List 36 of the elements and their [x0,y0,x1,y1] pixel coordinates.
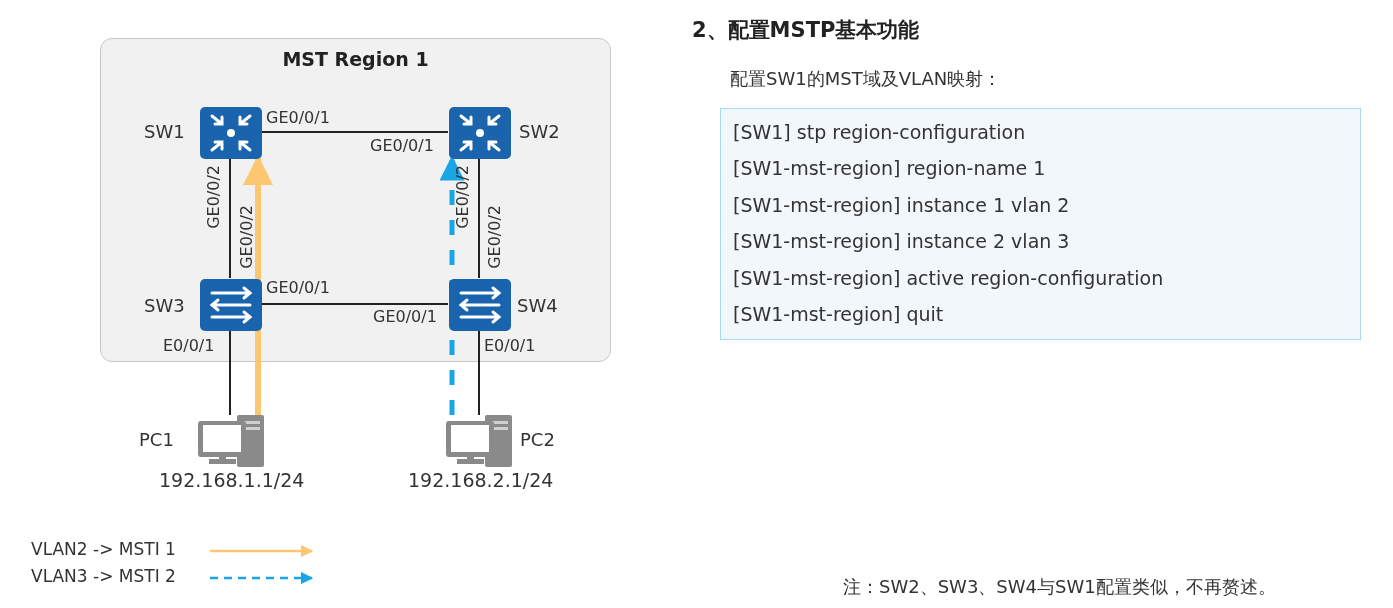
port-label: GE0/0/1 [266,278,330,298]
device-name: SW2 [519,121,560,143]
link-line [260,131,449,133]
link-line [260,303,449,305]
link-line [478,329,480,416]
port-label: E0/0/1 [484,336,536,356]
device-name: SW4 [517,295,558,317]
legend-label: VLAN3 -> MSTI 2 [31,566,176,587]
port-label: GE0/0/1 [373,307,437,327]
heading: 2、配置MSTP基本功能 [692,18,920,44]
link-line [229,329,231,416]
note: 注：SW2、SW3、SW4与SW1配置类似，不再赘述。 [843,576,1276,598]
link-line [229,157,231,279]
legend-label: VLAN2 -> MSTI 1 [31,539,176,560]
command-line: [SW1-mst-region] region-name 1 [733,157,1046,181]
device-name: PC1 [139,429,174,451]
port-label: E0/0/1 [163,336,215,356]
region-box [100,38,611,362]
device-name: PC2 [520,429,555,451]
device-name: SW1 [144,121,185,143]
ip-address: 192.168.1.1/24 [159,469,305,492]
command-line: [SW1] stp region-configuration [733,121,1026,144]
port-label: GE0/0/2 [206,165,222,229]
port-label: GE0/0/1 [370,136,434,156]
path-arrow [439,155,465,415]
port-label: GE0/0/1 [266,108,330,128]
command-line: [SW1-mst-region] instance 2 vlan 3 [733,230,1070,253]
command-line: [SW1-mst-region] active region-configuration [733,266,1164,290]
port-label: GE0/0/2 [455,165,471,229]
ip-address: 192.168.2.1/24 [408,469,554,492]
region-title: MST Region 1 [281,48,430,71]
command-line: [SW1-mst-region] quit [733,303,944,326]
section-heading: 配置SW1的MST域及VLAN映射： [730,68,1002,90]
device-name: SW3 [144,295,185,317]
command-line: [SW1-mst-region] instance 1 vlan 2 [733,193,1070,217]
link-line [478,157,480,279]
